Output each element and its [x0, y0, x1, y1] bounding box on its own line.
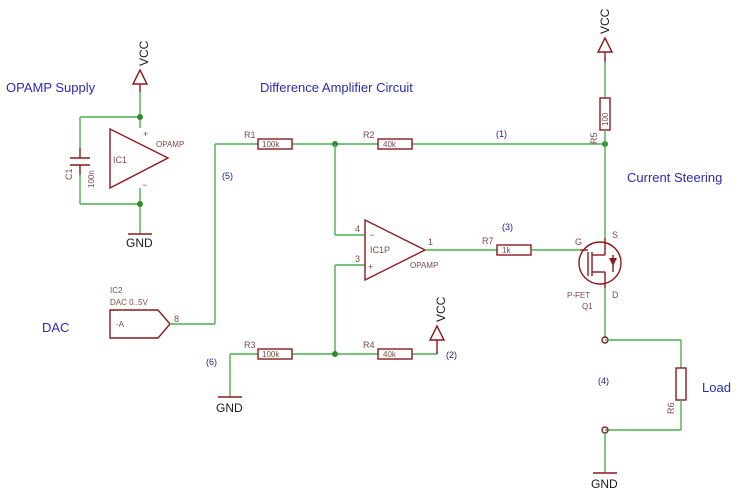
ic1p-name: IC1P	[370, 245, 390, 255]
net-label-2: (2)	[446, 350, 457, 360]
q1-drain-label: D	[612, 290, 619, 300]
resistor-r4	[377, 348, 413, 360]
r7-name: R7	[482, 236, 494, 246]
r2-value: 40k	[383, 140, 397, 149]
gnd-label-bottom: GND	[591, 477, 618, 491]
dac-block: IC2 DAC 0..5V -A 8 (5)	[109, 144, 233, 339]
r2-name: R2	[363, 130, 375, 140]
vcc-symbol-supply	[131, 68, 149, 85]
c1-value: 100n	[87, 170, 96, 188]
r4-name: R4	[363, 340, 375, 350]
ic1p-minus: −	[369, 230, 374, 240]
opamp-ic1-symbol	[109, 127, 170, 190]
r1-name: R1	[244, 130, 256, 140]
section-title-current-steering: Current Steering	[627, 170, 722, 185]
section-title-dac: DAC	[42, 320, 69, 335]
vcc-symbol-r4	[428, 324, 446, 341]
resistor-r3	[257, 348, 293, 360]
section-title-opamp-supply: OPAMP Supply	[6, 80, 96, 95]
ic1-minus-pin: −	[142, 180, 147, 190]
junction	[137, 201, 143, 207]
ic1p-pin-1: 1	[428, 237, 433, 247]
section-title-difference-amplifier: Difference Amplifier Circuit	[260, 80, 413, 95]
vcc-label-supply: VCC	[137, 40, 151, 66]
c1-name: C1	[64, 168, 74, 180]
vcc-symbol-top	[596, 36, 614, 53]
ic1p-value: OPAMP	[410, 261, 438, 270]
r4-value: 40k	[383, 350, 397, 359]
r1-value: 100k	[262, 140, 280, 149]
ic1p-pin-4: 4	[355, 224, 360, 234]
ic1-value: OPAMP	[156, 140, 184, 149]
gnd-label-r3: GND	[216, 401, 243, 415]
r7-value: 1k	[502, 246, 511, 255]
ic2-value: DAC 0..5V	[110, 298, 148, 307]
gnd-label-supply: GND	[126, 236, 153, 250]
vcc-label-r4: VCC	[434, 296, 448, 322]
ic1-name: IC1	[113, 155, 127, 165]
r3-value: 100k	[262, 350, 280, 359]
net-label-1: (1)	[496, 129, 507, 139]
net-label-3: (3)	[502, 222, 513, 232]
vcc-label-top: VCC	[598, 8, 612, 34]
ic1-plus-pin: +	[143, 129, 148, 139]
current-steering-block: VCC 100 R5 G S D P-FET Q1 R6 (4)	[567, 8, 687, 491]
opamp-supply-block: VCC C1 100n IC1 OPAMP + − GND	[64, 40, 184, 250]
net-label-4: (4)	[598, 376, 609, 386]
section-title-load: Load	[702, 380, 731, 395]
net-label-5: (5)	[222, 171, 233, 181]
net-label-6: (6)	[206, 357, 217, 367]
junction	[137, 114, 143, 120]
q1-source-label: S	[612, 230, 618, 240]
q1-gate-label: G	[575, 237, 582, 247]
pfet-q1-symbol	[578, 241, 622, 285]
r3-name: R3	[244, 340, 256, 350]
q1-value: P-FET	[567, 291, 590, 300]
r5-value: 100	[601, 112, 610, 126]
difference-amplifier-block: 100k R1 40k R2 (1) IC1P OPAMP − + 4 3 1 …	[206, 129, 608, 415]
r6-name: R6	[666, 402, 676, 414]
junction	[332, 351, 338, 357]
dac-ic2-symbol	[109, 309, 171, 339]
r5-name: R5	[589, 132, 599, 144]
resistor-r1	[257, 138, 293, 150]
resistor-r6	[675, 367, 687, 401]
ic2-pin-label: -A	[116, 320, 125, 329]
q1-name: Q1	[582, 302, 593, 311]
ic1p-pin-3: 3	[355, 254, 360, 264]
ic1p-plus: +	[368, 262, 373, 272]
ic2-pin-number: 8	[174, 314, 179, 324]
opamp-ic1p-symbol	[364, 218, 427, 282]
resistor-r2	[377, 138, 413, 150]
ic2-name: IC2	[110, 286, 123, 295]
